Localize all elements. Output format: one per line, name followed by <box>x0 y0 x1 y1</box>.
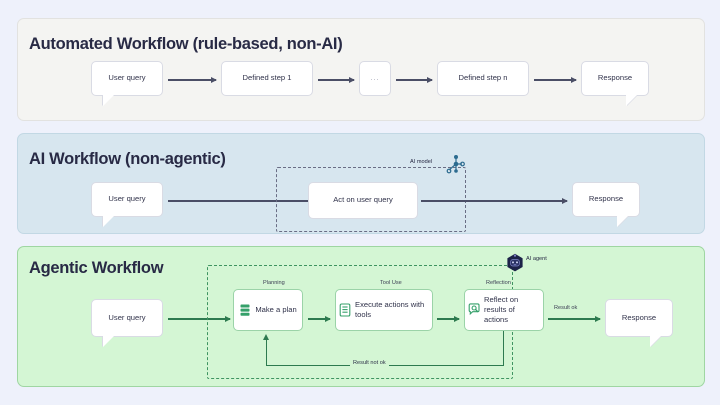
node-user-query-1: User query <box>91 61 163 96</box>
caption-planning: Planning <box>263 280 285 286</box>
node-defined-step-1: Defined step 1 <box>221 61 313 96</box>
node-response-3: Response <box>605 299 673 337</box>
node-make-a-plan: Make a plan <box>233 289 303 331</box>
node-label: ... <box>370 73 380 83</box>
caption-tool-use: Tool Use <box>380 280 402 286</box>
node-label: Response <box>597 73 633 83</box>
panel-title-agentic: Agentic Workflow <box>29 259 164 277</box>
network-nodes-icon <box>445 154 467 181</box>
document-lines-icon <box>339 303 351 317</box>
list-stack-icon <box>239 303 251 317</box>
node-label: Response <box>621 312 657 322</box>
node-label: Defined step 1 <box>242 73 292 83</box>
arrow-3-b <box>308 318 330 320</box>
arrow-2-b <box>421 200 567 202</box>
arrow-1-a <box>168 79 216 81</box>
node-act-on-user-query: Act on user query <box>308 182 418 219</box>
node-defined-step-n: Defined step n <box>437 61 529 96</box>
node-label: User query <box>108 73 146 83</box>
panel-title-automated: Automated Workflow (rule-based, non-AI) <box>29 35 343 53</box>
node-reflect-on-results: Reflect on results of actions <box>464 289 544 331</box>
node-label: User query <box>108 194 146 204</box>
node-label: Reflect on results of actions <box>484 294 519 325</box>
node-ellipsis: ... <box>359 61 391 96</box>
ai-model-label: AI model <box>410 159 433 165</box>
node-label: Act on user query <box>333 195 393 205</box>
caption-reflection: Reflection <box>486 280 511 286</box>
arrow-2-a <box>168 200 318 202</box>
robot-hex-icon <box>506 253 524 278</box>
node-response-2: Response <box>572 182 640 217</box>
node-response-1: Response <box>581 61 649 96</box>
arrow-1-d <box>534 79 576 81</box>
arrow-3-a <box>168 318 230 320</box>
node-label: Make a plan <box>255 304 297 314</box>
arrow-1-b <box>318 79 354 81</box>
loop-down-from-reflect <box>502 331 504 366</box>
node-label: User query <box>108 312 146 322</box>
panel-title-ai-workflow: AI Workflow (non-agentic) <box>29 150 226 168</box>
ai-agent-label: AI agent <box>526 256 547 262</box>
node-user-query-3: User query <box>91 299 163 337</box>
node-user-query-2: User query <box>91 182 163 217</box>
node-execute-actions: Execute actions with tools <box>335 289 433 331</box>
arrow-1-c <box>396 79 432 81</box>
loop-arrowhead <box>262 334 269 340</box>
label-result-not-ok: Result not ok <box>350 360 389 366</box>
node-label: Response <box>588 194 624 204</box>
panel-agentic-workflow: Agentic Workflow User query Planning Mak… <box>17 246 705 387</box>
arrow-3-c <box>437 318 459 320</box>
magnifier-bubble-icon <box>468 303 480 317</box>
panel-ai-workflow: AI Workflow (non-agentic) User query Act… <box>17 133 705 234</box>
arrow-3-result-ok <box>548 318 600 320</box>
panel-automated-workflow: Automated Workflow (rule-based, non-AI) … <box>17 18 705 121</box>
node-label: Defined step n <box>458 73 508 83</box>
node-label: Execute actions with tools <box>355 299 425 319</box>
label-result-ok: Result ok <box>554 305 578 311</box>
